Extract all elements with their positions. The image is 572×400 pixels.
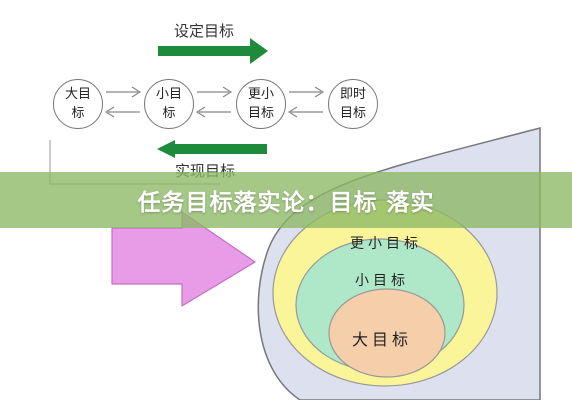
nested-goal-oval — [257, 127, 541, 400]
double-arrow-3 — [287, 86, 325, 118]
node-smaller-goal: 更小目标 — [236, 79, 286, 129]
ring-label-smaller: 更小目标 — [350, 236, 422, 252]
achieve-goal-arrow — [157, 140, 267, 158]
node-instant-goal: 即时目标 — [328, 79, 378, 129]
set-goal-caption: 设定目标 — [174, 22, 235, 40]
title-banner — [0, 172, 572, 228]
node-big-goal-label: 大目标 — [64, 87, 91, 121]
banner-title: 任务目标落实论：目标 落实 — [137, 190, 435, 216]
ring-label-big: 大目标 — [352, 330, 413, 349]
ring-label-small: 小目标 — [355, 273, 409, 289]
node-small-goal: 小目标 — [144, 79, 194, 129]
node-big-goal: 大目标 — [53, 79, 103, 129]
connector-arrows — [104, 86, 325, 118]
double-arrow-2 — [195, 86, 233, 118]
node-smaller-goal-label: 更小目标 — [247, 87, 274, 121]
set-goal-arrow — [158, 38, 268, 64]
node-small-goal-label: 小目标 — [155, 87, 182, 121]
double-arrow-1 — [104, 86, 142, 118]
node-instant-goal-label: 即时目标 — [339, 87, 366, 121]
